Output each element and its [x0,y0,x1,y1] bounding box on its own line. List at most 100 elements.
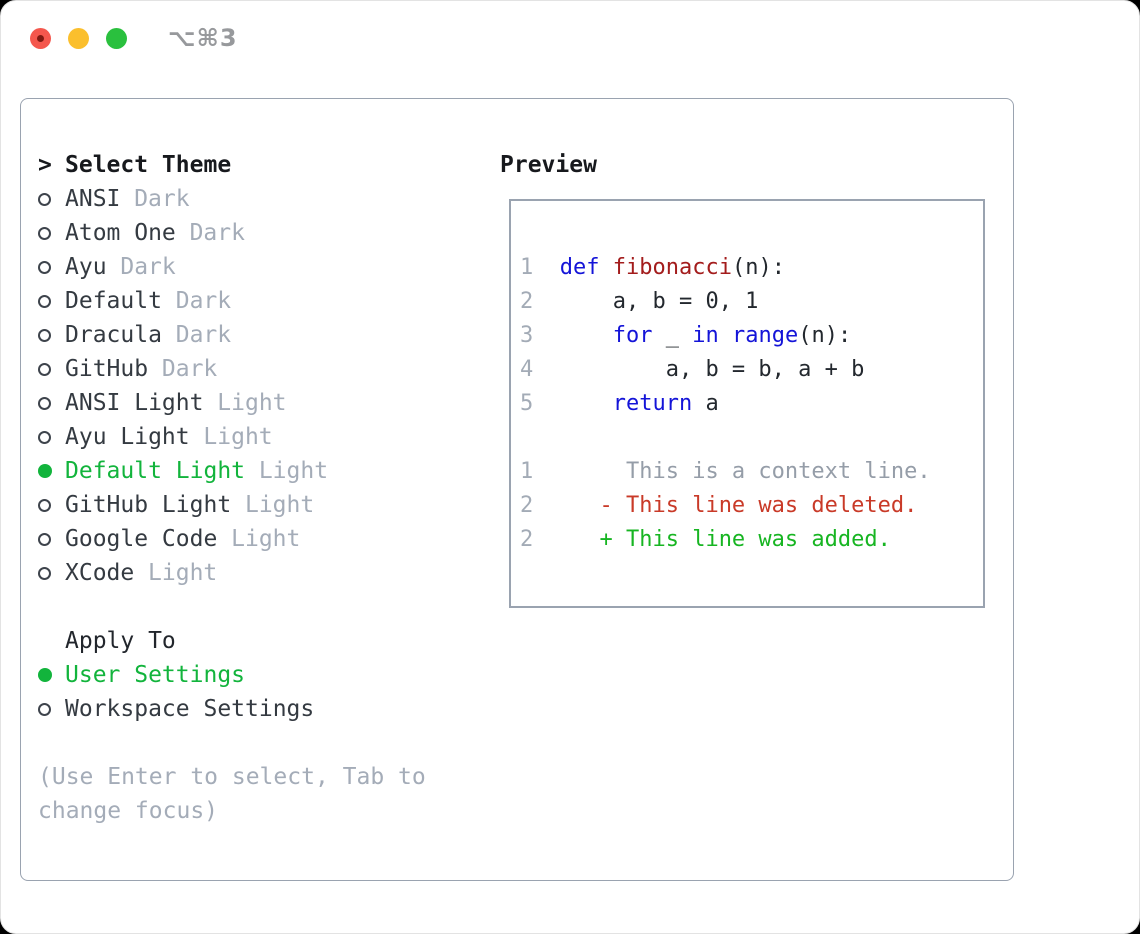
radio-icon [38,226,51,240]
line-number: 5 [520,391,560,416]
theme-option-label: Atom One [65,220,176,246]
code-token: range [731,323,799,348]
code-token [719,323,732,348]
code-line: 2 a, b = 0, 1 [520,285,983,319]
diff-line: 2 + This line was added. [520,523,983,557]
theme-variant-tag: Dark [134,186,190,212]
code-line: 4 a, b = b, a + b [520,353,983,387]
preview-title: Preview [500,152,597,178]
theme-option-label: ANSI Light [65,390,204,416]
close-button[interactable] [30,28,51,49]
line-number: 2 [520,493,560,518]
theme-option[interactable]: XCode Light [38,556,483,590]
code-token: a, b = b, a + b [559,357,865,382]
code-token: (n): [731,255,785,280]
code-token: for [612,323,653,348]
theme-option-label: Google Code [65,526,218,552]
spacer-row [38,726,483,760]
close-indicator-dot [37,35,44,42]
theme-option[interactable]: ANSI Light Light [38,386,483,420]
apply-option[interactable]: Workspace Settings [38,692,483,726]
radio-icon [38,430,51,444]
code-token [560,391,613,416]
theme-option-label: Default [65,288,162,314]
line-number: 2 [520,527,560,552]
radio-icon [38,260,51,274]
apply-option-label: Workspace Settings [65,696,315,722]
theme-variant-tag: Light [217,390,287,416]
code-token: return [612,391,693,416]
line-number: 3 [520,323,560,348]
theme-variant-tag: Dark [175,322,232,348]
theme-option[interactable]: Atom One Dark [38,216,483,250]
theme-option[interactable]: Dracula Dark [38,318,483,352]
radio-selected-icon [38,464,52,478]
theme-option-label: XCode [65,560,135,586]
code-token: a, b = 0, 1 [559,289,759,314]
theme-variant-tag: Light [258,458,329,484]
window-title: ⌥⌘3 [168,24,238,52]
apply-option[interactable]: User Settings [38,658,483,692]
radio-icon [38,294,51,308]
prompt-icon: > [38,152,52,178]
theme-option-label: Ayu [65,254,107,280]
theme-option[interactable]: Default Dark [38,284,483,318]
select-theme-title: Select Theme [65,152,232,178]
diff-line: 2 - This line was deleted. [520,489,983,523]
zoom-button[interactable] [106,28,127,49]
diff-line: 1 This is a context line. [520,455,983,489]
code-line: 5 return a [520,387,983,421]
blank-line [520,421,983,455]
radio-icon [38,362,51,376]
code-line: 3 for _ in range(n): [520,319,983,353]
radio-icon [38,702,51,716]
radio-icon [38,566,51,580]
theme-variant-tag: Dark [175,288,232,314]
theme-option-label: Default Light [65,458,246,484]
help-text: (Use Enter to select, Tab to change focu… [38,764,426,824]
theme-option[interactable]: Default Light Light [38,454,483,488]
code-token: _ [652,323,693,348]
code-line: 1 def fibonacci(n): [520,251,983,285]
code-token: in [692,323,719,348]
minimize-button[interactable] [68,28,89,49]
window-controls [30,28,127,49]
theme-variant-tag: Light [231,526,301,552]
theme-variant-tag: Light [203,424,273,450]
radio-icon [38,192,51,206]
radio-icon [38,498,51,512]
diff-text: - This line was deleted. [559,493,918,518]
diff-text: This is a context line. [559,459,931,484]
radio-icon [38,328,51,342]
code-token [600,255,613,280]
theme-variant-tag: Dark [120,254,176,280]
line-number: 2 [520,289,560,314]
theme-variant-tag: Dark [189,220,245,246]
theme-option-label: Dracula [65,322,162,348]
theme-option[interactable]: Ayu Dark [38,250,483,284]
code-token: (n): [798,323,852,348]
apply-to-title: Apply To [65,628,176,654]
radio-icon [38,396,51,410]
line-number: 1 [520,459,560,484]
code-token: a [692,391,719,416]
code-token: def [559,255,600,280]
theme-variant-tag: Light [148,560,218,586]
line-number: 1 [520,255,560,280]
spacer-row [38,590,483,624]
theme-option-label: GitHub Light [65,492,232,518]
apply-option-label: User Settings [65,662,246,688]
theme-option[interactable]: Google Code Light [38,522,483,556]
line-number: 4 [520,357,560,382]
radio-icon [38,532,51,546]
